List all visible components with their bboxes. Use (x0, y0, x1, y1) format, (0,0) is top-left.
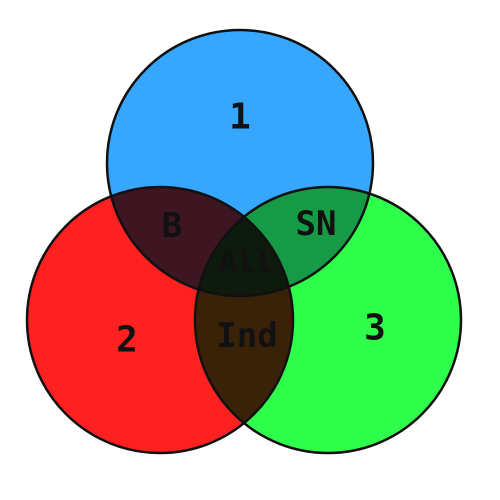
region-all (195, 187, 293, 296)
set-2-outline (25, 185, 295, 455)
set-3-label: 3 (364, 308, 386, 349)
set-2-label: 2 (116, 320, 138, 361)
set-3-outline (193, 185, 463, 455)
set-1-label: 1 (229, 97, 251, 138)
region-2-3-label: Ind (216, 316, 277, 356)
set-1-outline (105, 28, 375, 298)
region-all-label: All (219, 245, 273, 280)
region-1-3-label: SN (296, 204, 337, 244)
region-1-2-label: B (162, 206, 182, 246)
